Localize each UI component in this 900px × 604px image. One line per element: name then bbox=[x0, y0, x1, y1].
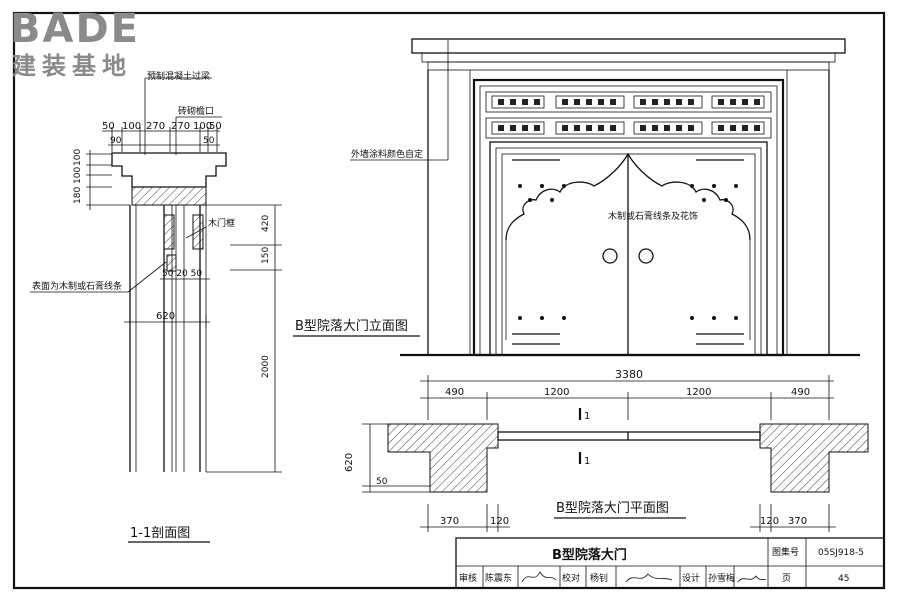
dim-right-3: 2000 bbox=[261, 355, 271, 378]
label-surface-note: 表面为木制或石膏线条 bbox=[32, 280, 122, 292]
check-label: 校对 bbox=[562, 572, 580, 584]
dim-plan-3: 1200 bbox=[686, 387, 711, 398]
review-label: 审核 bbox=[459, 572, 477, 584]
dim-right-1: 420 bbox=[261, 215, 271, 232]
label-lintel: 预制混凝土过梁 bbox=[147, 70, 210, 82]
section-frame-lower bbox=[166, 254, 177, 272]
logo-brand: BADE bbox=[10, 6, 140, 52]
elevation-door-studs bbox=[518, 184, 738, 320]
dim-left-1: 100 bbox=[73, 149, 83, 166]
dim-plan-bl-2: 120 bbox=[490, 516, 509, 527]
dim-plan-total: 3380 bbox=[615, 368, 643, 381]
elevation-cornice bbox=[411, 38, 846, 54]
label-door-frame: 木门框 bbox=[208, 217, 235, 229]
check-name: 杨钊 bbox=[590, 572, 608, 584]
dim-plan-1: 490 bbox=[445, 387, 464, 398]
cut-mark-top: 1 bbox=[584, 411, 590, 422]
dim-top-1: 50 bbox=[102, 121, 115, 132]
bade-logo: BADE 建装基地 bbox=[10, 6, 140, 80]
dim-plan-br-2: 370 bbox=[788, 516, 807, 527]
elevation-drawing: 外墙涂料颜色自定 木制或石膏线条及花饰 B型院落大门立面图 bbox=[293, 38, 860, 357]
logo-subtitle: 建装基地 bbox=[12, 52, 132, 80]
label-eave: 砖砌檐口 bbox=[178, 105, 214, 117]
dim-top-sub-1: 90 bbox=[110, 136, 122, 146]
dim-top-6: 50 bbox=[209, 121, 222, 132]
dim-section-width: 620 bbox=[156, 311, 175, 322]
dim-top-4: 270 bbox=[171, 121, 190, 132]
dim-frame: 50 20 50 bbox=[162, 269, 202, 279]
dim-plan-4: 490 bbox=[791, 387, 810, 398]
door-ring-right-icon bbox=[638, 248, 654, 264]
atlas-label: 图集号 bbox=[772, 546, 799, 558]
plan-drawing: 3380 490 1200 1200 490 1 1 620 50 370 bbox=[344, 368, 869, 532]
atlas-value: 05SJ918-5 bbox=[818, 548, 864, 558]
section-frame-upper-right bbox=[192, 214, 204, 250]
page-label: 页 bbox=[782, 573, 791, 584]
dim-plan-bl-1: 370 bbox=[440, 516, 459, 527]
dim-plan-2: 1200 bbox=[544, 387, 569, 398]
dim-top-3: 270 bbox=[146, 121, 165, 132]
title-block-title: B型院落大门 bbox=[552, 547, 627, 563]
dim-top-2: 100 bbox=[122, 121, 141, 132]
title-block: B型院落大门 图集号 05SJ918-5 审核 陈震东 校对 杨钊 设计 孙雪梅… bbox=[455, 537, 885, 589]
dim-top-sub-2: 50 bbox=[203, 136, 215, 146]
design-signature bbox=[737, 575, 767, 583]
dim-plan-step: 50 bbox=[376, 477, 388, 487]
elevation-title: B型院落大门立面图 bbox=[295, 319, 408, 334]
review-signature bbox=[521, 571, 557, 583]
section-frame-upper bbox=[163, 214, 175, 250]
cut-mark-bottom: 1 bbox=[584, 456, 590, 467]
check-signature bbox=[625, 573, 673, 583]
dim-left-3: 180 bbox=[73, 187, 83, 204]
page-value: 45 bbox=[838, 574, 849, 584]
plan-door-leaves bbox=[497, 431, 761, 441]
section-lintel bbox=[131, 186, 207, 206]
plan-title: B型院落大门平面图 bbox=[556, 501, 669, 516]
label-wall-note: 外墙涂料颜色自定 bbox=[351, 148, 423, 160]
plan-pier-right bbox=[759, 423, 869, 493]
dim-top-5: 100 bbox=[193, 121, 212, 132]
label-ornament-note: 木制或石膏线条及花饰 bbox=[608, 210, 698, 222]
plan-pier-left bbox=[387, 423, 499, 493]
dim-right-2: 150 bbox=[261, 247, 271, 264]
design-name: 孙雪梅 bbox=[708, 572, 735, 584]
dim-plan-br-1: 120 bbox=[760, 516, 779, 527]
section-title: 1-1剖面图 bbox=[130, 526, 190, 541]
dim-left-2: 100 bbox=[73, 167, 83, 184]
section-drawing: 预制混凝土过梁 砖砌檐口 50 100 270 270 100 50 90 50 bbox=[30, 70, 282, 543]
review-name: 陈震东 bbox=[485, 572, 512, 584]
design-label: 设计 bbox=[682, 572, 700, 584]
dim-plan-depth: 620 bbox=[344, 453, 355, 472]
door-ring-left-icon bbox=[602, 248, 618, 264]
section-eave bbox=[111, 152, 227, 188]
elevation-hinges bbox=[512, 159, 744, 345]
sheet-border bbox=[12, 11, 886, 590]
elevation-lattice bbox=[491, 95, 765, 135]
